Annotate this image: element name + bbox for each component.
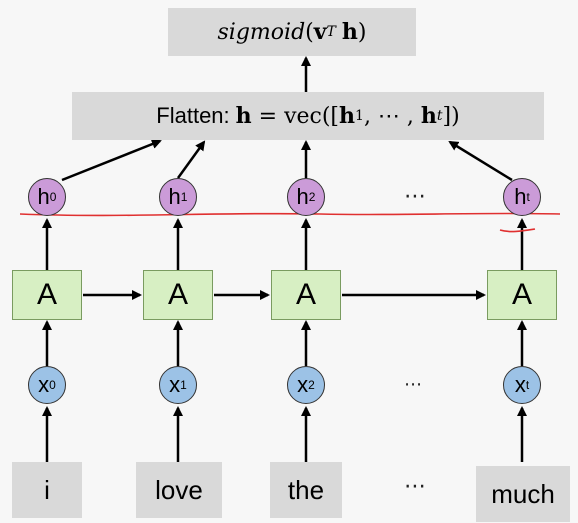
sigmoid-h: h xyxy=(341,19,358,45)
word-box-love: love xyxy=(136,462,222,518)
sigmoid-open-paren: ( xyxy=(305,19,314,45)
rnn-cell-1: A xyxy=(143,270,213,320)
sigmoid-func: sigmoid xyxy=(217,19,306,45)
arrow-h0-to-flatten xyxy=(61,139,162,182)
input-base: x xyxy=(514,372,526,397)
hidden-base: h xyxy=(296,184,309,209)
flatten-sub1: 1 xyxy=(355,108,364,124)
rnn-cell-t: A xyxy=(487,270,557,320)
input-sub: 2 xyxy=(308,378,315,392)
input-ellipsis: ⋯ xyxy=(404,374,422,395)
flatten-h1: h xyxy=(339,103,356,129)
hidden-ellipsis: ⋯ xyxy=(404,184,426,209)
hidden-sub: t xyxy=(526,190,530,204)
hidden-sub: 0 xyxy=(49,190,57,204)
sigmoid-transpose: T xyxy=(326,24,336,40)
word-ellipsis: ⋯ xyxy=(404,474,426,499)
flatten-mid: , ⋯ , xyxy=(363,103,421,129)
flatten-end: ]) xyxy=(442,103,460,129)
hidden-sub: 1 xyxy=(180,190,188,204)
input-base: x xyxy=(38,372,50,397)
sigmoid-v: v xyxy=(313,19,327,45)
flatten-ht: h xyxy=(420,103,437,129)
arrow-ht-to-flatten xyxy=(448,140,513,182)
rnn-cell-0: A xyxy=(12,270,82,320)
hidden-base: h xyxy=(514,184,527,209)
input-sub: 0 xyxy=(49,378,56,392)
red-annotation-line xyxy=(19,212,561,217)
input-sub: t xyxy=(525,378,530,392)
hidden-base: h xyxy=(168,184,181,209)
word-box-i: i xyxy=(12,462,82,518)
flatten-eq: = vec([ xyxy=(251,103,340,129)
input-sub: 1 xyxy=(180,378,187,392)
hidden-sub: 2 xyxy=(308,190,316,204)
input-base: x xyxy=(297,372,309,397)
word-box-the: the xyxy=(270,462,342,518)
flatten-label: Flatten: xyxy=(156,103,230,128)
rnn-cell-2: A xyxy=(271,270,341,320)
flatten-subt: t xyxy=(436,108,443,124)
word-box-much: much xyxy=(476,466,570,522)
red-underline-ht-node xyxy=(499,228,536,233)
input-base: x xyxy=(169,372,181,397)
arrow-h1-to-flatten xyxy=(176,140,206,179)
sigmoid-close-paren: ) xyxy=(357,19,367,45)
flatten-h: h xyxy=(235,103,252,129)
hidden-base: h xyxy=(37,184,50,209)
